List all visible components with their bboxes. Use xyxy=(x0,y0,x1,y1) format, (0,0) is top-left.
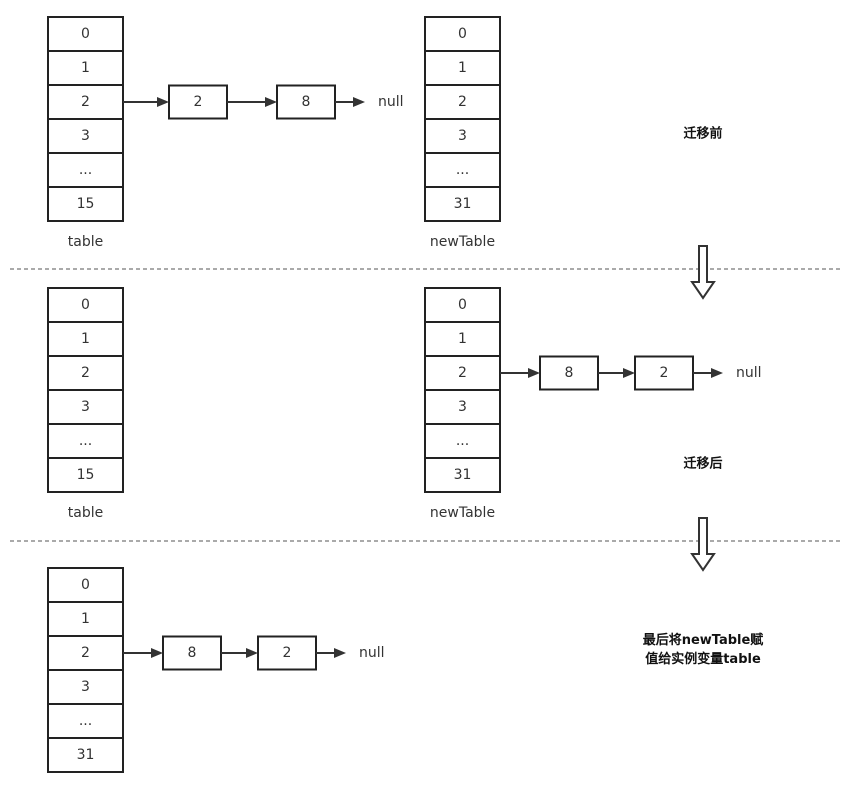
table-cell xyxy=(424,118,501,154)
table-label: table xyxy=(68,505,103,521)
table-cell-index: 1 xyxy=(458,331,467,347)
down-arrow-icon-2 xyxy=(690,517,716,572)
chain-arrow xyxy=(123,648,163,658)
table-cell xyxy=(47,389,124,425)
null-terminator: null xyxy=(359,645,385,661)
table-cell xyxy=(47,355,124,391)
list-node-value: 2 xyxy=(194,94,203,110)
table-cell-index: ... xyxy=(456,433,469,449)
table-cell-index: 3 xyxy=(458,399,467,415)
table-cell xyxy=(47,186,124,222)
table-cell-index: 3 xyxy=(81,399,90,415)
table-cell xyxy=(47,601,124,637)
table-cell xyxy=(424,152,501,188)
table-cell xyxy=(424,423,501,459)
table-cell-index: 0 xyxy=(81,577,90,593)
stage-3-table-1 xyxy=(47,567,124,773)
table-cell-index: 1 xyxy=(81,611,90,627)
table-label: newTable xyxy=(430,234,495,250)
list-node-value: 8 xyxy=(302,94,311,110)
table-cell xyxy=(47,669,124,705)
table-cell xyxy=(47,287,124,323)
table-cell xyxy=(47,457,124,493)
table-cell-index: 0 xyxy=(458,26,467,42)
stage-1 xyxy=(47,16,501,222)
table-cell-index: 0 xyxy=(81,297,90,313)
stage-2 xyxy=(47,287,694,493)
chain-arrow xyxy=(227,97,277,107)
stage-2-table-1 xyxy=(47,287,124,493)
stage-1-table-1 xyxy=(47,16,124,222)
table-cell xyxy=(424,287,501,323)
table-cell-index: 3 xyxy=(81,128,90,144)
table-cell xyxy=(424,457,501,493)
chain-arrow xyxy=(598,368,635,378)
stage-note: 迁移前 xyxy=(683,126,722,142)
down-arrow-icon-1 xyxy=(690,245,716,300)
table-cell-index: ... xyxy=(79,433,92,449)
table-cell-index: 15 xyxy=(77,196,95,212)
table-cell-index: 31 xyxy=(454,467,472,483)
list-node-value: 8 xyxy=(188,645,197,661)
table-cell xyxy=(47,321,124,357)
null-terminator: null xyxy=(378,94,404,110)
table-cell-index: 2 xyxy=(458,94,467,110)
table-cell-index: 0 xyxy=(458,297,467,313)
list-node xyxy=(168,84,228,120)
list-node-value: 8 xyxy=(565,365,574,381)
chain-arrow xyxy=(221,648,258,658)
table-cell-index: ... xyxy=(456,162,469,178)
table-cell xyxy=(424,186,501,222)
table-cell-index: 15 xyxy=(77,467,95,483)
table-cell-index: 31 xyxy=(454,196,472,212)
table-cell xyxy=(424,389,501,425)
table-cell xyxy=(47,118,124,154)
stage-3 xyxy=(47,567,317,773)
null-terminator: null xyxy=(736,365,762,381)
table-cell-index: 2 xyxy=(81,94,90,110)
table-cell-index: 2 xyxy=(81,645,90,661)
table-cell-index: 2 xyxy=(81,365,90,381)
stage-2-table-2 xyxy=(424,287,501,493)
table-cell-index: 1 xyxy=(81,60,90,76)
table-cell xyxy=(424,50,501,86)
table-cell-index: 31 xyxy=(77,747,95,763)
stage-note: 迁移后 xyxy=(683,456,722,472)
stage-1-table-2 xyxy=(424,16,501,222)
stage-note: 最后将newTable赋 xyxy=(643,632,764,648)
stage-3-chain xyxy=(162,635,317,671)
table-cell-index: ... xyxy=(79,162,92,178)
table-cell-index: 1 xyxy=(81,331,90,347)
table-cell xyxy=(424,355,501,391)
table-cell xyxy=(47,635,124,671)
table-cell-index: 1 xyxy=(458,60,467,76)
chain-arrow-to-null xyxy=(693,368,723,378)
table-label: newTable xyxy=(430,505,495,521)
chain-arrow-to-null xyxy=(335,97,365,107)
chain-arrow-to-null xyxy=(316,648,346,658)
chain-arrow xyxy=(500,368,540,378)
table-cell-index: 2 xyxy=(458,365,467,381)
table-cell-index: 3 xyxy=(81,679,90,695)
list-node-value: 2 xyxy=(660,365,669,381)
table-cell xyxy=(47,423,124,459)
chain-arrow xyxy=(123,97,169,107)
stage-note: 值给实例变量table xyxy=(645,651,761,667)
table-label: table xyxy=(68,234,103,250)
table-cell-index: 0 xyxy=(81,26,90,42)
table-cell xyxy=(47,737,124,773)
list-node xyxy=(276,84,336,120)
table-cell-index: 3 xyxy=(458,128,467,144)
table-cell-index: ... xyxy=(79,713,92,729)
stage-1-chain xyxy=(168,84,336,120)
list-node-value: 2 xyxy=(283,645,292,661)
